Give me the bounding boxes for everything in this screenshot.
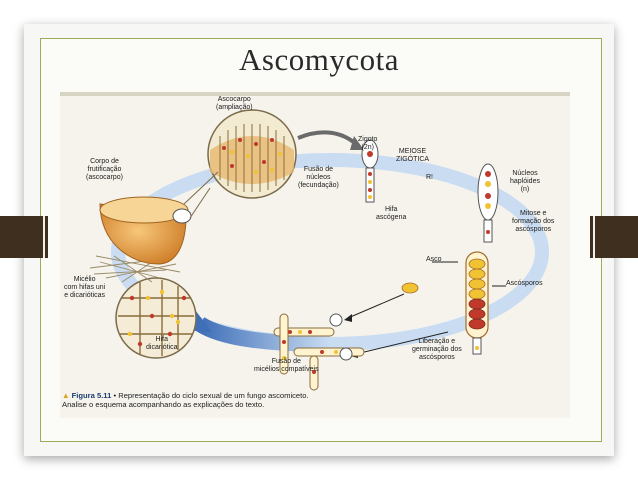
label-corpo: Corpo de frutificação (ascocarpo) bbox=[86, 158, 123, 181]
liberation-arrow bbox=[355, 331, 449, 355]
label-hifa-dicariotica: Hifa dicariótica bbox=[146, 336, 178, 351]
slide-title: Ascomycota bbox=[239, 42, 399, 77]
zygote bbox=[361, 139, 379, 203]
magnify-connector-1 bbox=[183, 171, 219, 205]
life-cycle-figure: Ascocarpo (ampliação) Zigoto (2n) MEIOSE… bbox=[60, 92, 570, 418]
label-mitose: Mitose e formação dos ascósporos bbox=[512, 210, 555, 233]
top-arrow-head bbox=[350, 136, 364, 150]
label-fusao-nucleos: Fusão de núcleos (fecundação) bbox=[298, 166, 339, 189]
mature-ascus bbox=[465, 251, 489, 355]
top-arrow bbox=[297, 130, 358, 146]
right-tab-decoration bbox=[590, 216, 638, 258]
label-nucleos-haploides: Núcleos haplóides (n) bbox=[510, 170, 540, 193]
label-asco: Asco bbox=[426, 256, 442, 263]
label-r: R! bbox=[426, 174, 433, 181]
caption-figure-label: Figura 5.11 bbox=[71, 391, 112, 400]
figure-caption: ▲ Figura 5.11 • Representação do ciclo s… bbox=[62, 391, 532, 409]
figure-top-strip bbox=[60, 92, 570, 96]
magnify-connector-2 bbox=[189, 187, 211, 219]
label-fusao-micelios: Fusão de micélios compatíveis bbox=[254, 358, 319, 373]
caption-line-2: Analise o esquema acompanhando as explic… bbox=[62, 400, 265, 409]
label-meiose: MEIOSE ZIGÓTICA bbox=[396, 148, 430, 163]
spore-germinating-2 bbox=[339, 347, 353, 361]
caption-marker: ▲ bbox=[62, 391, 70, 400]
haploid-ascus bbox=[477, 163, 499, 243]
ascocarp-cup bbox=[99, 196, 192, 265]
label-hifa-ascogena: Hifa ascógena bbox=[376, 206, 407, 221]
label-ascocarpo: Ascocarpo (ampliação) bbox=[216, 96, 253, 111]
spore-germinating-1 bbox=[329, 313, 343, 327]
label-ascosporos: Ascósporos bbox=[506, 280, 543, 287]
life-cycle-diagram bbox=[60, 92, 570, 391]
label-micelio: Micélio com hifas uni e dicarióticas bbox=[64, 276, 106, 299]
released-spore bbox=[401, 282, 419, 294]
label-zigoto: Zigoto (2n) bbox=[358, 136, 378, 151]
ascocarp-magnification-content bbox=[210, 124, 294, 192]
label-liberacao: Liberação e germinação dos ascósporos bbox=[412, 338, 462, 361]
left-tab-decoration bbox=[0, 216, 48, 258]
spore-arrow bbox=[347, 293, 405, 319]
caption-line-1: • Representação do ciclo sexual de um fu… bbox=[111, 391, 309, 400]
